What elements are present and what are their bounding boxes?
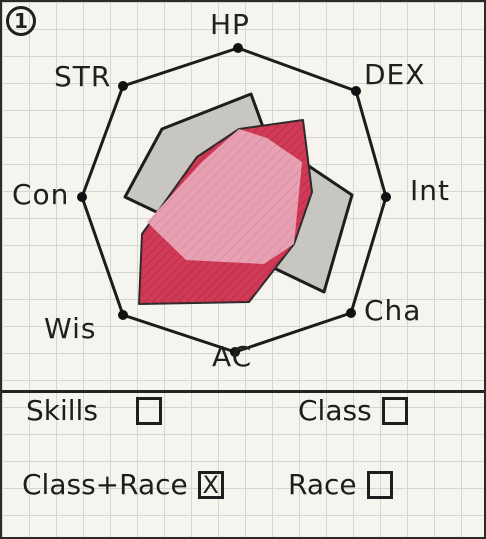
vertex-dot-wis <box>118 310 128 320</box>
option-race[interactable]: Race <box>288 468 393 501</box>
vertex-dot-dex <box>351 86 361 96</box>
option-skills-checkbox[interactable] <box>135 396 162 425</box>
checkbox-x-mark: X <box>202 470 219 499</box>
axis-label-str: STR <box>54 60 112 93</box>
panel-divider <box>2 390 484 393</box>
option-class-race[interactable]: Class+Race X <box>22 468 224 501</box>
axis-label-dex: DEX <box>364 58 426 91</box>
axis-label-int: Int <box>410 174 450 207</box>
vertex-dot-cha <box>346 308 356 318</box>
vertex-dot-hp <box>233 43 243 53</box>
option-class-label: Class <box>298 394 372 427</box>
option-class-race-label: Class+Race <box>22 468 188 501</box>
stat-shape-overlap-hatch <box>147 129 302 264</box>
axis-label-hp: HP <box>210 8 250 41</box>
option-class-checkbox[interactable] <box>381 396 408 425</box>
panel-number-badge: 1 <box>6 6 36 36</box>
option-race-checkbox[interactable] <box>366 470 393 499</box>
axis-label-ac: AC <box>212 340 253 373</box>
option-race-label: Race <box>288 468 357 501</box>
vertex-dot-str <box>118 81 128 91</box>
option-skills[interactable]: Skills <box>26 394 162 427</box>
vertex-dot-con <box>77 192 87 202</box>
option-skills-label: Skills <box>26 394 98 427</box>
radar-chart <box>77 43 391 357</box>
axis-label-cha: Cha <box>364 294 422 327</box>
vertex-dot-ac <box>230 347 240 357</box>
option-class[interactable]: Class <box>298 394 408 427</box>
vertex-dot-int <box>381 192 391 202</box>
axis-label-wis: Wis <box>44 312 97 345</box>
option-class-race-checkbox[interactable]: X <box>197 470 224 499</box>
axis-label-con: Con <box>12 178 70 211</box>
